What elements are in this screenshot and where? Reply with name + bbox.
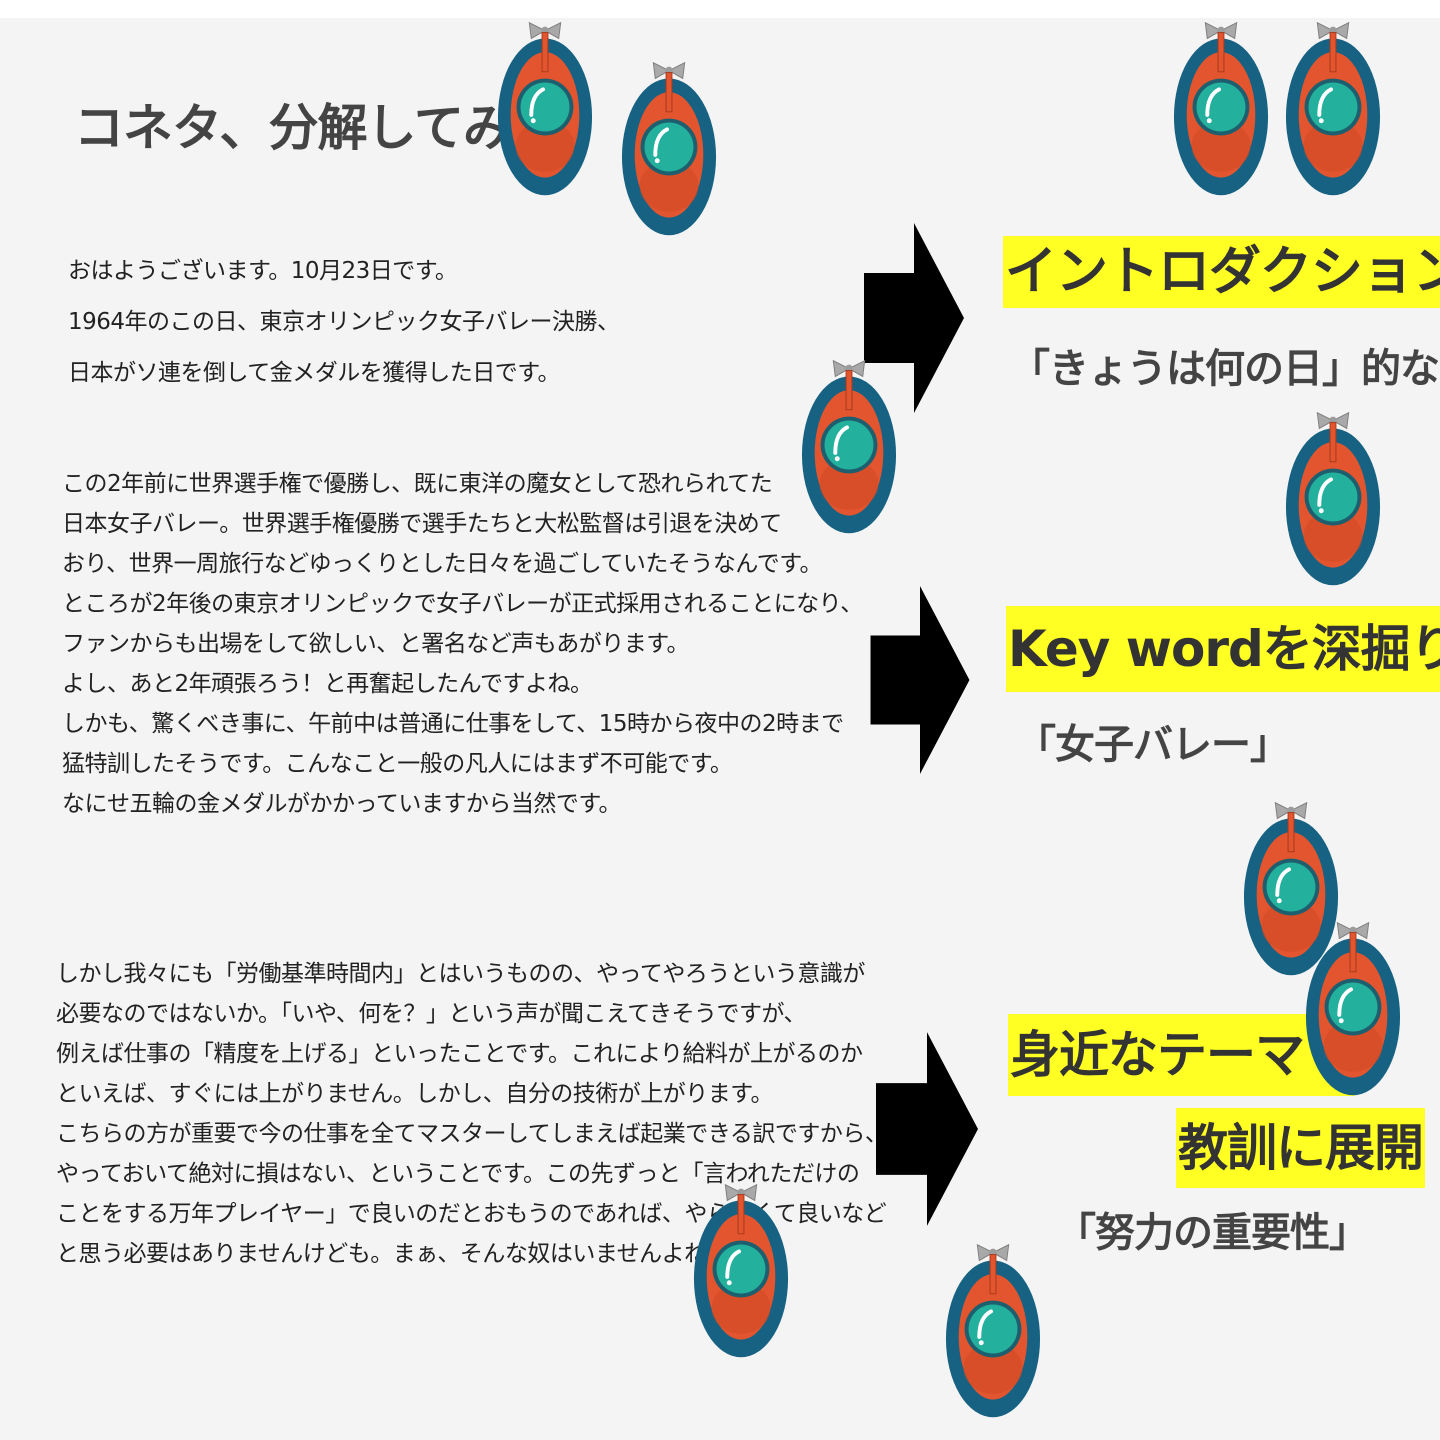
text-line: やっておいて絶対に損はない、ということです。この先ずっと「言われただけの xyxy=(56,1161,860,1187)
text-line: ファンからも出場をして欲しい、と署名など声もあがります。 xyxy=(62,631,690,657)
text-line: といえば、すぐには上がりません。しかし、自分の技術が上がります。 xyxy=(56,1081,774,1107)
text-line: しかし我々にも「労働基準時間内」とはいうものの、やってやろうという意識が xyxy=(56,961,865,987)
text-line: 必要なのではないか。「いや、何を？」という声が聞こえてきそうですが、 xyxy=(56,1001,807,1027)
capsule-creature-icon xyxy=(692,1180,790,1362)
text-line: おり、世界一周旅行などゆっくりとした日々を過ごしていたそうなんです。 xyxy=(62,551,822,577)
capsule-creature-icon xyxy=(1304,918,1402,1100)
capsule-creature-icon xyxy=(620,58,718,240)
callout-theme-sub: 「努力の重要性」 xyxy=(1056,1210,1369,1256)
callout-keyword-heading: Key wordを深掘り xyxy=(1006,606,1440,692)
capsule-creature-icon xyxy=(1284,408,1382,590)
text-line: しかも、驚くべき事に、午前中は普通に仕事をして、15時から夜中の2時まで xyxy=(62,711,844,737)
paragraph-keyword: この2年前に世界選手権で優勝し、既に東洋の魔女として恐れられてた 日本女子バレー… xyxy=(62,464,863,824)
text-line: この2年前に世界選手権で優勝し、既に東洋の魔女として恐れられてた xyxy=(62,471,773,497)
callout-keyword-sub: 「女子バレー」 xyxy=(1016,722,1290,768)
right-arrow-icon xyxy=(869,586,971,774)
text-line: 1964年のこの日、東京オリンピック女子バレー決勝、 xyxy=(68,309,620,335)
callout-theme-heading-line2: 教訓に展開 xyxy=(1176,1108,1425,1188)
callout-theme-heading-line1: 身近なテーマ・ xyxy=(1008,1014,1355,1096)
capsule-creature-icon xyxy=(944,1240,1042,1422)
text-line: こちらの方が重要で今の仕事を全てマスターしてしまえば起業できる訳ですから、 xyxy=(56,1121,888,1147)
page: コネタ、分解してみた おはようございます。10月23日です。 1964年のこの日… xyxy=(0,18,1440,1440)
text-line: 例えば仕事の「精度を上げる」といったことです。これにより給料が上がるのか xyxy=(56,1041,863,1067)
callout-intro-sub: 「きょうは何の日」的な xyxy=(1010,346,1440,392)
text-line: 猛特訓したそうです。こんなこと一般の凡人にはまず不可能です。 xyxy=(62,751,733,777)
text-line: と思う必要はありませんけども。まぁ、そんな奴はいませんよね。 xyxy=(56,1241,730,1267)
paragraph-lesson: しかし我々にも「労働基準時間内」とはいうものの、やってやろうという意識が 必要な… xyxy=(56,954,888,1274)
text-line: なにせ五輪の金メダルがかかっていますから当然です。 xyxy=(62,791,622,817)
text-line: 日本がソ連を倒して金メダルを獲得した日です。 xyxy=(68,360,561,386)
text-line: おはようございます。10月23日です。 xyxy=(68,258,458,284)
capsule-creature-icon xyxy=(1172,18,1270,200)
page-title: コネタ、分解してみた xyxy=(74,99,562,157)
right-arrow-icon xyxy=(876,1032,978,1226)
text-line: 日本女子バレー。世界選手権優勝で選手たちと大松監督は引退を決めて xyxy=(62,511,782,537)
capsule-creature-icon xyxy=(800,356,898,538)
capsule-creature-icon xyxy=(1284,18,1382,200)
paragraph-intro: おはようございます。10月23日です。 1964年のこの日、東京オリンピック女子… xyxy=(68,246,620,399)
text-line: ところが2年後の東京オリンピックで女子バレーが正式採用されることになり、 xyxy=(62,591,863,617)
capsule-creature-icon xyxy=(496,18,594,200)
text-line: よし、あと2年頑張ろう！と再奮起したんですよね。 xyxy=(62,671,593,697)
callout-intro-heading: イントロダクション xyxy=(1003,236,1440,308)
